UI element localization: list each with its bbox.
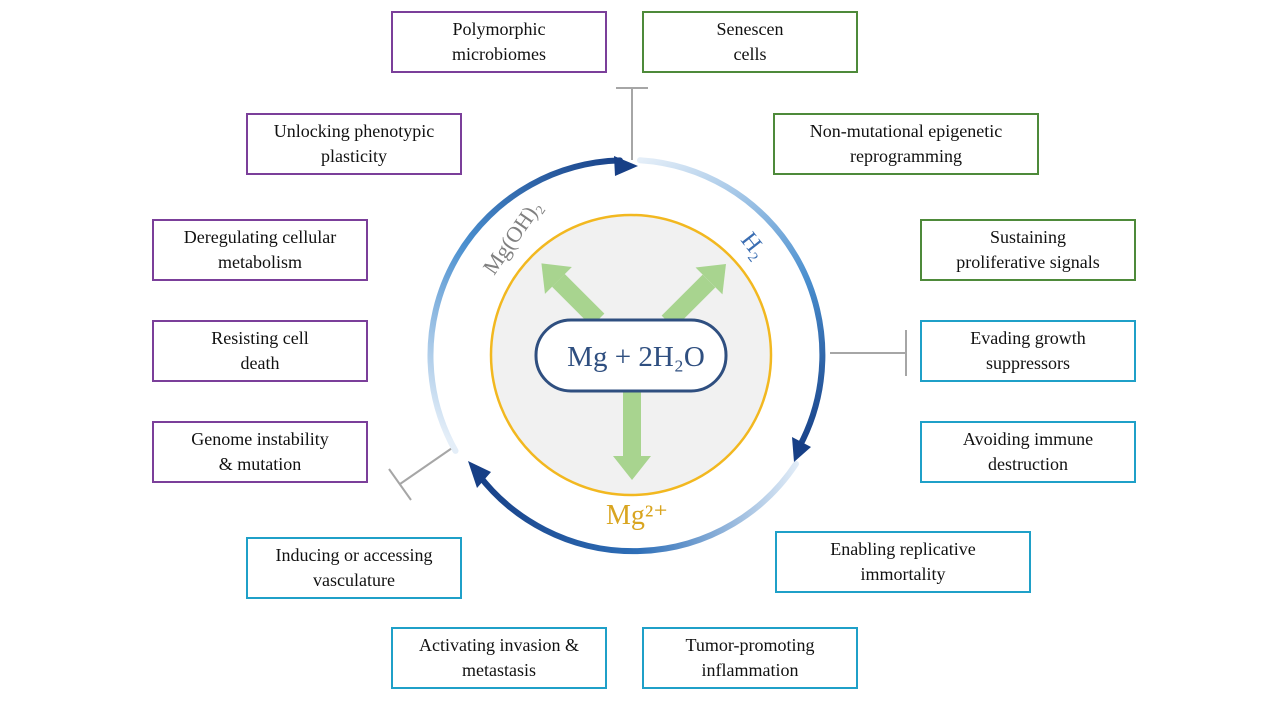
inhibitor-top <box>616 87 648 160</box>
cycle-ring <box>427 157 826 555</box>
hallmark-label-line2: vasculature <box>313 570 395 590</box>
hallmark-label-line2: metabolism <box>218 252 302 272</box>
reaction-label: Mg + 2H₂O <box>567 341 705 373</box>
hallmark-polymorphic-microbiomes: Polymorphic microbiomes <box>391 11 607 73</box>
arrow-to-mg2plus <box>613 392 651 480</box>
hallmark-label-line1: Activating invasion & <box>419 635 579 655</box>
hallmark-inducing-vasculature: Inducing or accessing vasculature <box>246 537 462 599</box>
ring-arc-right <box>637 157 826 451</box>
hallmark-label-line2: metastasis <box>461 660 536 680</box>
hallmark-label-line2: immortality <box>860 564 946 584</box>
arrow-to-h2 <box>661 264 726 329</box>
product-arrows <box>541 263 726 480</box>
ring-arrowhead-right <box>792 437 811 462</box>
hallmark-label-line2: & mutation <box>218 454 302 474</box>
ring-arc-bottom <box>475 460 799 555</box>
hallmark-genome-instability: Genome instability & mutation <box>152 421 368 483</box>
hallmark-resisting-cell-death: Resisting cell death <box>152 320 368 382</box>
hallmark-label-line1: Deregulating cellular <box>183 227 337 247</box>
ring-arc-upper-left <box>427 157 623 454</box>
hallmark-sustaining-proliferative: Sustaining proliferative signals <box>920 219 1136 281</box>
hallmark-label-line1: Sustaining <box>989 227 1066 247</box>
product-label-h2: H₂ <box>735 228 771 264</box>
hallmark-senescent-cells: Senescen cells <box>642 11 858 73</box>
hallmark-label-line2: microbiomes <box>452 44 546 64</box>
hallmark-invasion-metastasis: Activating invasion & metastasis <box>391 627 607 689</box>
hallmark-label-line2: plasticity <box>320 146 387 166</box>
hallmark-label-line1: Evading growth <box>970 328 1086 348</box>
hallmark-label-line2: proliferative signals <box>956 252 1100 272</box>
hallmark-evading-growth-suppressors: Evading growth suppressors <box>920 320 1136 382</box>
inhibitor-right <box>830 330 907 376</box>
hallmark-avoiding-immune-destruction: Avoiding immune destruction <box>920 421 1136 483</box>
hallmark-label-line1: Tumor-promoting <box>685 635 815 655</box>
hallmark-label-line1: Resisting cell <box>211 328 309 348</box>
hallmark-unlocking-plasticity: Unlocking phenotypic plasticity <box>246 113 462 175</box>
hallmark-label-line2: cells <box>733 44 767 64</box>
hallmark-label-line1: Unlocking phenotypic <box>273 121 435 141</box>
ring-arrowheads <box>468 156 811 488</box>
hallmark-label-line2: inflammation <box>701 660 799 680</box>
hallmark-label-line1: Avoiding immune <box>962 429 1094 449</box>
hallmark-label-line1: Senescen <box>716 19 784 39</box>
hallmark-label-line2: reprogramming <box>850 146 962 166</box>
hallmark-label-line2: suppressors <box>985 353 1070 373</box>
hallmark-label-line2: destruction <box>988 454 1068 474</box>
arrow-to-mg-oh2 <box>541 263 605 327</box>
hallmark-deregulating-metabolism: Deregulating cellular metabolism <box>152 219 368 281</box>
inhibitor-left <box>388 445 456 501</box>
hallmark-label-line1: Non-mutational epigenetic <box>809 121 1003 141</box>
hallmark-epigenetic-reprogramming: Non-mutational epigenetic reprogramming <box>773 113 1039 175</box>
hallmark-label-line1: Polymorphic <box>452 19 546 39</box>
product-label-mg2plus: Mg²⁺ <box>606 500 668 531</box>
hallmark-label-line1: Enabling replicative <box>830 539 976 559</box>
hallmark-label-line2: death <box>240 353 280 373</box>
hallmark-label-line1: Genome instability <box>191 429 329 449</box>
inhibitor-lines <box>388 87 907 501</box>
hallmark-tumor-inflammation: Tumor-promoting inflammation <box>642 627 858 689</box>
hallmark-label-line1: Inducing or accessing <box>275 545 433 565</box>
hallmark-replicative-immortality: Enabling replicative immortality <box>775 531 1031 593</box>
ring-arrowhead-left <box>468 461 491 488</box>
reaction-pill <box>534 318 728 393</box>
ring-arrowhead-top <box>614 156 638 176</box>
